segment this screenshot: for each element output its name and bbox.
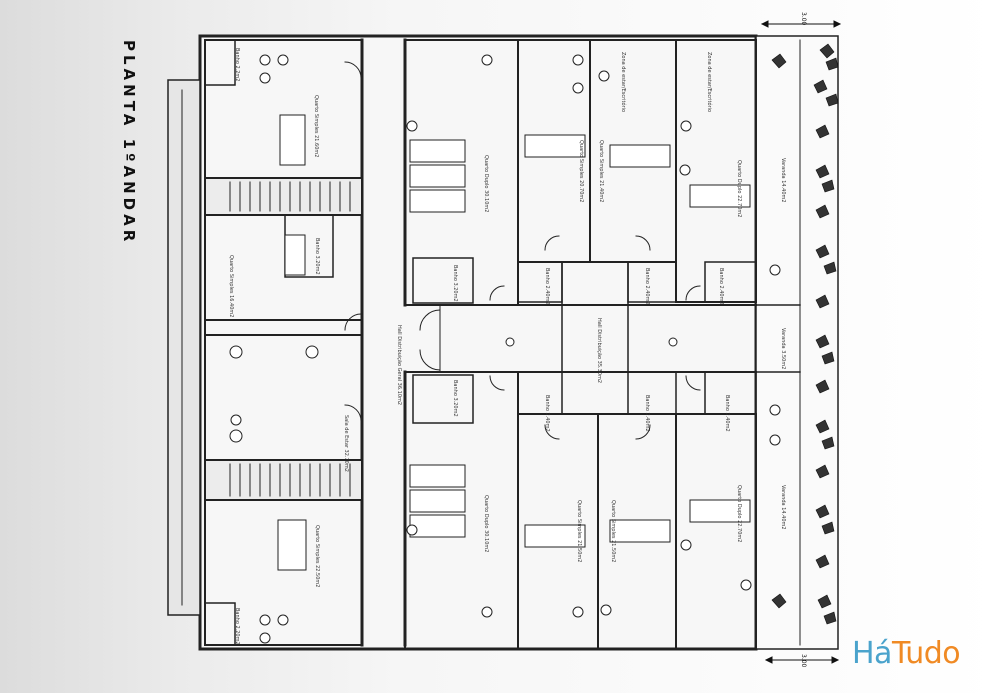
- room-quarto-simples-4: Quarto Simples 20.70m2: [578, 140, 584, 202]
- room-quarto-duplo-2: Quarto Duplo 30.10m2: [483, 495, 489, 552]
- room-varanda-1: Varanda 14.40m2: [780, 158, 786, 203]
- room-quarto-simples-5: Quarto Simples 21.40m2: [598, 140, 604, 202]
- dimension-top: 3.00: [800, 12, 807, 26]
- room-hall-1: Hall Distribuição Geral 36.10m2: [396, 325, 402, 405]
- room-zona-1: Zona de estar/Escritório: [620, 52, 627, 112]
- logo-part-2: Tudo: [891, 636, 961, 671]
- room-hall-2: Hall Distribuição 35.30m2: [596, 318, 602, 383]
- room-banho-5: Banho 3.20m2: [452, 380, 458, 417]
- room-banho-4: Banho 3.20m2: [452, 265, 458, 302]
- room-banho-10: Banho 2.40m2: [644, 395, 650, 432]
- room-banho-9: Banho 2.40m2: [544, 395, 550, 432]
- room-zona-2: Zona de estar/Escritório: [706, 52, 713, 112]
- room-banho-11: Banho 2.40m2: [724, 395, 730, 432]
- room-quarto-simples-2: Quarto Simples 16.40m2: [228, 255, 234, 317]
- room-banho-6: Banho 2.40m2: [544, 268, 550, 305]
- room-varanda-3: Varanda 14.40m2: [780, 485, 786, 530]
- room-quarto-duplo-1: Quarto Duplo 30.10m2: [483, 155, 489, 212]
- room-sala-estar: Sala de Estar 32.70m2: [343, 415, 349, 472]
- room-quarto-simples-3: Quarto Simples 22.50m2: [314, 525, 320, 587]
- room-banho-2: Banho 3.20m2: [314, 238, 320, 275]
- hatudo-logo: HáTudo: [852, 636, 961, 671]
- room-quarto-duplo-4: Quarto Duplo 22.70m2: [736, 485, 742, 542]
- dimension-bottom: 3.00: [800, 654, 807, 668]
- room-quarto-duplo-3: Quarto Duplo 22.70m2: [736, 160, 742, 217]
- logo-part-1: Há: [852, 636, 892, 671]
- room-banho-3: Banho 2.20m2: [234, 608, 240, 645]
- stairs-upper: [204, 177, 363, 216]
- stairs-lower: [204, 459, 363, 501]
- room-varanda-2: Varanda 3.50m2: [780, 328, 786, 369]
- left-facade: [167, 79, 201, 616]
- room-banho-1: Banho 2.2m2: [234, 48, 240, 81]
- room-quarto-simples-1: Quarto Simples 21.60m2: [313, 95, 319, 157]
- room-banho-8: Banho 2.40m2: [718, 268, 724, 305]
- room-quarto-simples-7: Quarto Simples 21.50m2: [610, 500, 616, 562]
- doors: [344, 61, 701, 440]
- plants: [771, 43, 839, 625]
- dimension-markers: [760, 20, 842, 664]
- room-quarto-simples-6: Quarto Simples 21.50m2: [576, 500, 582, 562]
- room-labels: Quarto Simples 21.60m2 Banho 2.2m2 Quart…: [228, 48, 786, 645]
- fixtures: [229, 54, 781, 644]
- bed-furniture: [277, 114, 751, 571]
- room-banho-7: Banho 2.40m2: [644, 268, 650, 305]
